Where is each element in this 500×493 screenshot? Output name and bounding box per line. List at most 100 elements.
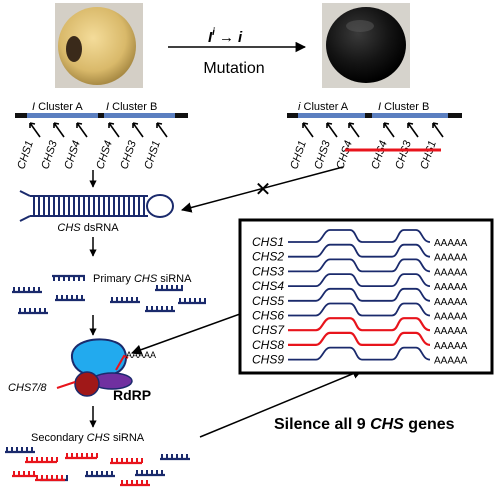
right-gene-arrow-4 <box>383 122 395 138</box>
primary-fragment-7 <box>155 285 183 292</box>
mutation-label: Mutation <box>203 60 264 77</box>
right-gene-label-1: CHS1 <box>288 139 308 171</box>
left-cluster-b-bar <box>104 113 175 118</box>
risc-poly-a: AAAAA <box>126 350 156 360</box>
box-poly-a-3: AAAAA <box>434 267 468 278</box>
rdrp-label: RdRP <box>113 387 151 403</box>
secondary-navy-fragment-3 <box>85 471 115 478</box>
chs78-label: CHS7/8 <box>8 382 47 394</box>
mrna-strand <box>115 354 129 371</box>
right-gene-label-2: CHS3 <box>312 138 333 170</box>
right-gene-arrow-5 <box>407 122 419 138</box>
mutation-allele-from: Ii→i <box>208 27 243 46</box>
box-gene-line-1 <box>288 229 431 243</box>
secondary-red-fragment-2 <box>65 453 98 460</box>
box-poly-a-1: AAAAA <box>434 238 468 249</box>
right-gene-arrow-3 <box>348 122 360 138</box>
right-cluster-b-bar <box>372 113 448 118</box>
box-gene-label-6: CHS6 <box>252 309 284 323</box>
dsrna-hairpin <box>19 190 174 222</box>
box-gene-line-7 <box>288 317 431 332</box>
box-gene-line-2 <box>288 243 431 258</box>
blocked-arrow <box>180 166 344 213</box>
box-gene-label-5: CHS5 <box>252 294 284 308</box>
primary-fragment-6 <box>18 308 48 315</box>
ago-blob <box>74 371 100 397</box>
left-gene-label-3: CHS4 <box>62 139 82 171</box>
silence-statement: Silence all 9 CHS genes <box>274 416 455 433</box>
right-cluster-a-bar <box>298 113 365 118</box>
chs78-strand <box>56 381 76 389</box>
left-gene-label-6: CHS1 <box>142 139 162 171</box>
secondary-red-fragment-5 <box>120 480 150 487</box>
right-gene-label-4: CHS4 <box>369 139 389 171</box>
left-gene-label-5: CHS3 <box>118 138 139 170</box>
secondary-navy-fragment-1 <box>5 447 35 454</box>
yellow-seed-photo <box>55 3 143 88</box>
right-gene-label-5: CHS3 <box>393 138 414 170</box>
left-chromosome <box>15 113 188 118</box>
box-gene-label-3: CHS3 <box>252 264 284 278</box>
primary-fragment-3 <box>55 295 85 302</box>
box-gene-line-9 <box>288 346 431 361</box>
right-gene-label-6: CHS1 <box>418 139 438 171</box>
left-gene-label-1: CHS1 <box>15 139 35 171</box>
right-gene-arrow-1 <box>302 122 314 138</box>
left-cluster-b-label: I Cluster B <box>106 101 157 113</box>
left-gene-label-2: CHS3 <box>39 138 60 170</box>
box-gene-line-4 <box>288 273 431 287</box>
left-gene-arrow-3 <box>76 122 88 138</box>
primary-sirna-label: Primary CHS siRNA <box>93 273 192 285</box>
box-poly-a-7: AAAAA <box>434 326 468 337</box>
risc-blob <box>70 338 127 378</box>
box-gene-line-6 <box>288 302 431 317</box>
primary-fragment-5 <box>145 306 175 313</box>
box-poly-a-8: AAAAA <box>434 341 468 352</box>
dsrna-label: CHS dsRNA <box>57 222 119 234</box>
right-cluster-a-label: i Cluster A <box>298 101 349 113</box>
secondary-red-fragment-6 <box>12 471 36 478</box>
primary-fragment-2 <box>12 287 42 294</box>
secondary-red-fragment-4 <box>35 475 65 482</box>
left-gene-arrow-6 <box>156 122 168 138</box>
secondary-sirna-label: Secondary CHS siRNA <box>31 432 145 444</box>
right-gene-label-3: CHS4 <box>334 139 354 171</box>
primary-fragment-4 <box>110 297 140 304</box>
box-gene-label-7: CHS7 <box>252 323 285 337</box>
box-poly-a-2: AAAAA <box>434 253 468 264</box>
right-gene-arrow-2 <box>326 122 338 138</box>
primary-fragment-1 <box>52 274 85 281</box>
box-gene-label-1: CHS1 <box>252 235 284 249</box>
secondary-navy-fragment-2 <box>160 454 190 461</box>
box-poly-a-9: AAAAA <box>434 356 468 367</box>
secondary-sirna-fragments <box>5 447 190 487</box>
primary-sirna-fragments <box>12 274 206 315</box>
risc-complex <box>56 338 133 397</box>
box-gene-line-3 <box>288 258 431 273</box>
primary-fragment-8 <box>178 298 206 305</box>
left-gene-label-4: CHS4 <box>94 139 114 171</box>
left-cluster-a-bar <box>27 113 98 118</box>
box-poly-a-6: AAAAA <box>434 312 468 323</box>
chs-gene-box <box>238 218 494 375</box>
box-poly-a-4: AAAAA <box>434 282 468 293</box>
box-gene-line-8 <box>288 331 431 346</box>
left-gene-arrow-5 <box>132 122 144 138</box>
block-x-mark: ✕ <box>255 179 272 201</box>
black-seed-photo <box>322 3 410 88</box>
box-gene-label-8: CHS8 <box>252 338 284 352</box>
left-gene-arrow-4 <box>108 122 120 138</box>
secondary-red-fragment-3 <box>110 458 143 465</box>
secondary-red-fragment-1 <box>25 457 58 464</box>
box-gene-label-2: CHS2 <box>252 250 284 264</box>
box-gene-line-5 <box>288 287 431 302</box>
box-gene-label-9: CHS9 <box>252 353 284 367</box>
right-cluster-b-label: I Cluster B <box>378 101 429 113</box>
left-gene-arrow-1 <box>29 122 41 138</box>
box-gene-label-4: CHS4 <box>252 279 284 293</box>
arrow-secondary-to-box <box>199 368 363 438</box>
